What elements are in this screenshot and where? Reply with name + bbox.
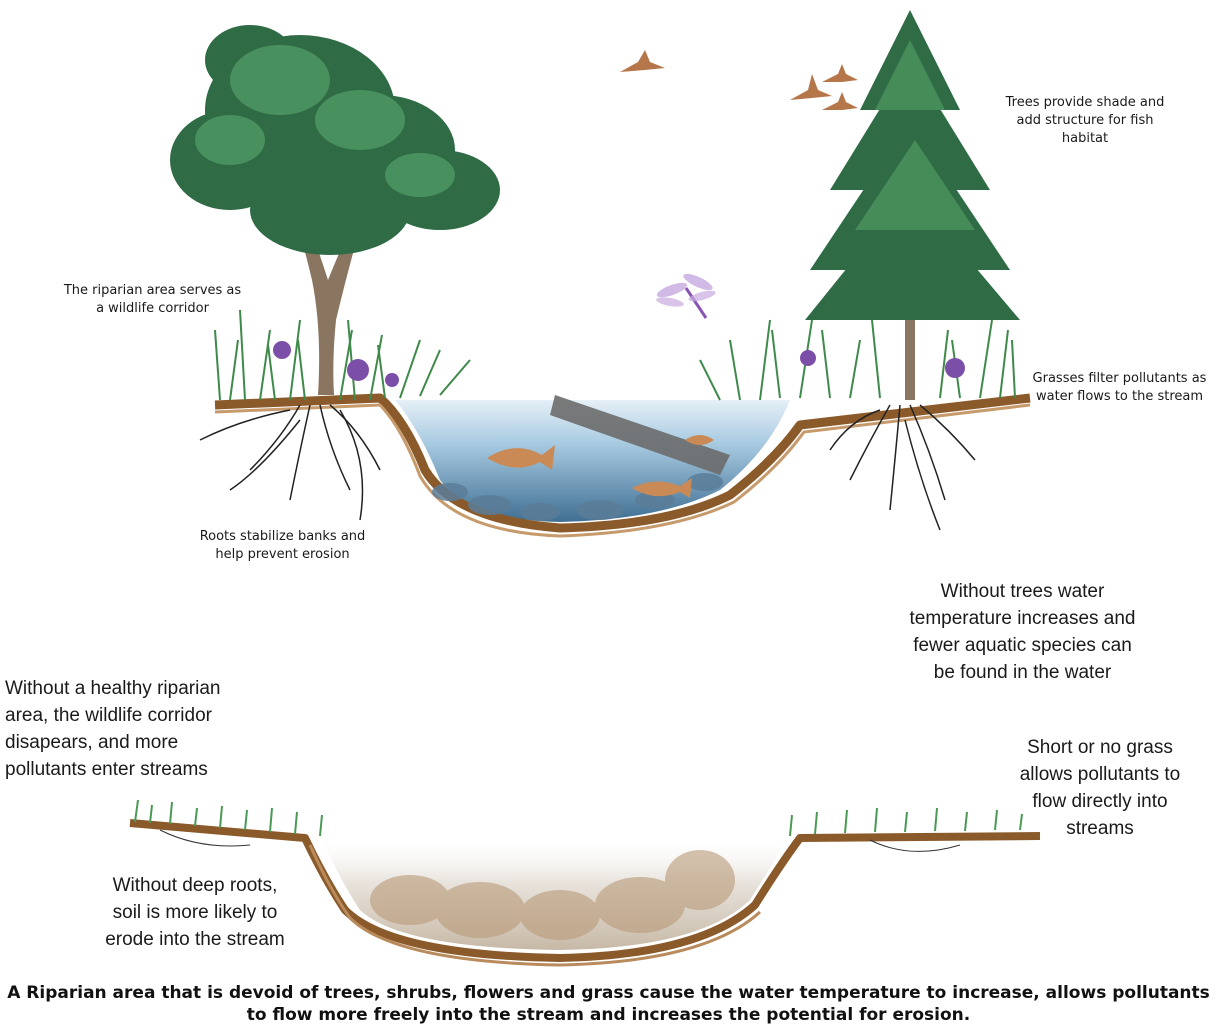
roots-right [830, 405, 975, 530]
figure-caption: A Riparian area that is devoid of trees,… [0, 982, 1217, 1026]
label-trees-shade: Trees provide shade and add structure fo… [985, 94, 1185, 148]
birds [620, 50, 858, 110]
grass-left [215, 310, 470, 400]
label-short-grass: Short or no grass allows pollutants to f… [995, 734, 1205, 842]
label-grasses-filter: Grasses filter pollutants as water flows… [1022, 370, 1217, 406]
dragonfly [655, 271, 716, 318]
label-without-roots: Without deep roots, soil is more likely … [65, 872, 325, 953]
label-wildlife-corridor: The riparian area serves as a wildlife c… [45, 282, 260, 318]
roots-left [200, 405, 380, 520]
label-without-riparian: Without a healthy riparian area, the wil… [5, 675, 285, 783]
label-without-trees: Without trees water temperature increase… [880, 578, 1165, 686]
short-grass-right [790, 808, 1022, 836]
grass-right [700, 320, 1015, 400]
label-roots-stabilize: Roots stabilize banks and help prevent e… [180, 528, 385, 564]
healthy-stream-scene [170, 10, 1030, 536]
deciduous-tree [170, 25, 500, 395]
